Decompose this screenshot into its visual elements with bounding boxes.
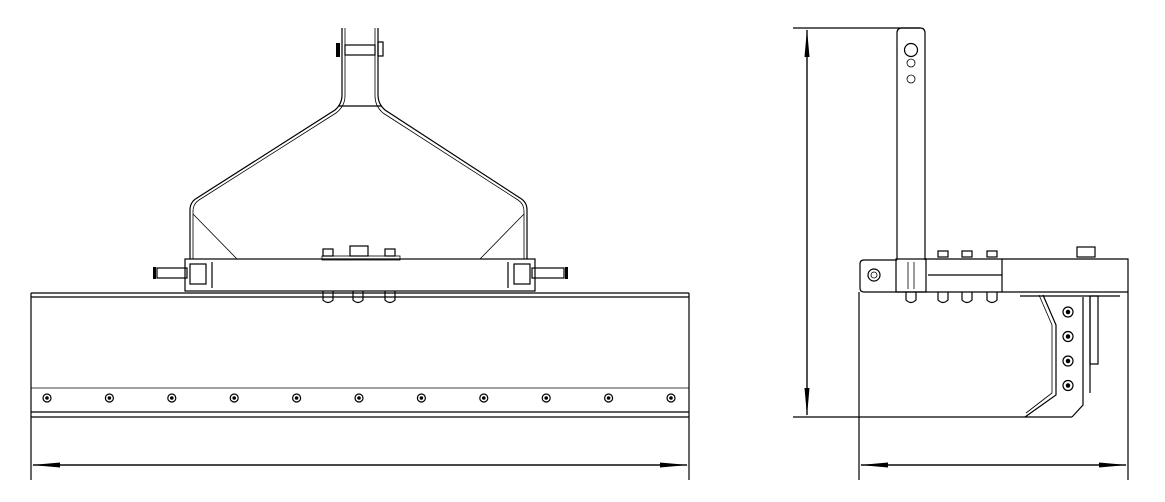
bolt-head bbox=[229, 393, 239, 403]
bolt-center bbox=[419, 396, 424, 400]
side-beam bbox=[859, 246, 1129, 304]
bolt-center bbox=[1065, 358, 1071, 364]
bolt-center bbox=[170, 396, 174, 400]
bolt-head bbox=[479, 393, 489, 403]
blade bbox=[30, 292, 690, 480]
bolt-head bbox=[603, 393, 614, 403]
bolt-center bbox=[482, 396, 486, 400]
cross-beam bbox=[184, 245, 536, 304]
bolt-center bbox=[357, 396, 361, 400]
bolt-head bbox=[541, 393, 551, 403]
bolt-head bbox=[104, 393, 115, 403]
bolt-head bbox=[1062, 330, 1074, 343]
bolt-center bbox=[232, 396, 236, 400]
mast bbox=[896, 27, 926, 260]
bolt-center bbox=[1065, 383, 1071, 388]
top-pin bbox=[336, 41, 384, 57]
dimension-height-side bbox=[793, 27, 1072, 418]
bolt-center bbox=[669, 396, 673, 400]
bolt-head bbox=[1062, 355, 1074, 367]
bolt-head bbox=[416, 393, 426, 403]
bolt-head bbox=[354, 393, 364, 403]
right-lower-pin bbox=[507, 262, 568, 288]
bolt-center bbox=[107, 396, 112, 400]
bolt-head bbox=[292, 393, 302, 403]
blade-bolt-row bbox=[42, 393, 676, 403]
bolt-head bbox=[1062, 379, 1074, 392]
bolt-head bbox=[666, 393, 676, 403]
bolt-head bbox=[42, 393, 52, 403]
front-view bbox=[30, 28, 690, 480]
bolt-center bbox=[1065, 334, 1071, 339]
side-view bbox=[793, 27, 1129, 480]
bolt-center bbox=[294, 396, 299, 400]
a-frame bbox=[189, 28, 528, 260]
bolt-center bbox=[1065, 309, 1071, 315]
bolt-center bbox=[606, 396, 611, 400]
left-lower-pin bbox=[153, 262, 213, 288]
bolt-head bbox=[167, 393, 177, 403]
bolt-center bbox=[544, 396, 548, 400]
side-body bbox=[858, 292, 1129, 480]
bolt-center bbox=[45, 396, 49, 400]
bolt-head bbox=[1062, 306, 1074, 318]
moldboard-bolt-column bbox=[1062, 306, 1074, 392]
